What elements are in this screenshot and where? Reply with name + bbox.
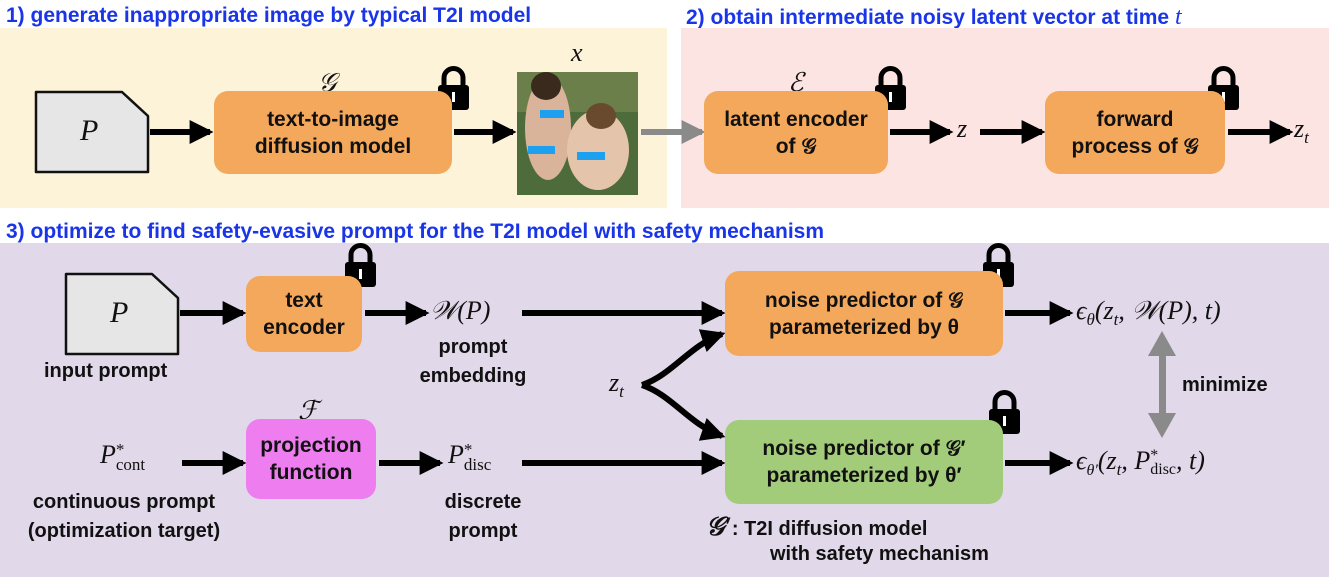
embedding-line2: embedding: [419, 365, 527, 387]
minimize-arrow-icon: [1148, 331, 1176, 438]
output-bot-rest: (z: [1097, 446, 1117, 475]
minimize-label: minimize: [1182, 374, 1268, 396]
section-2-time-var: t: [1174, 4, 1182, 30]
section-3-title: 3) optimize to find safety-evasive promp…: [6, 220, 825, 243]
footnote-line1: 𝒢′: T2I diffusion model: [706, 512, 927, 543]
prompt-embedding-symbol: 𝒲(P): [430, 296, 491, 325]
noise-bot-line2: parameterized by θ′: [766, 464, 962, 487]
section-2-title: 2) obtain intermediate noisy latent vect…: [686, 4, 1182, 31]
arrow-icon: [640, 382, 726, 441]
discrete-line2: prompt: [448, 520, 518, 542]
s3-zt-base: z: [609, 368, 620, 397]
output-bot-eps: ϵ: [1076, 446, 1087, 475]
proj-line2: function: [269, 461, 353, 484]
text-encoder-box: text encoder: [246, 276, 362, 352]
noise-predictor-original-box: noise predictor of 𝒢 parameterized by θ: [725, 271, 1003, 356]
output-bot-mid: , P: [1121, 446, 1151, 475]
p-cont-sub: cont: [115, 455, 146, 475]
proj-line1: projection: [260, 434, 362, 457]
panel-section-3: [0, 243, 1329, 577]
text-to-image-model-box: text-to-image diffusion model: [214, 91, 452, 174]
output-top-sub: θ: [1086, 310, 1095, 330]
output-bot-sub: θ′: [1086, 462, 1098, 480]
model-label-line1: text-to-: [267, 107, 339, 131]
section-2-title-text: 2) obtain intermediate noisy latent vect…: [686, 6, 1175, 29]
p-cont-sup: *: [115, 440, 125, 460]
forward-line2: process of 𝒢: [1071, 134, 1199, 158]
s2-z: z: [957, 114, 968, 143]
censored-image: [517, 72, 638, 195]
input-prompt-label: input prompt: [44, 360, 168, 382]
output-top-rest: (z: [1094, 296, 1114, 325]
continuous-prompt-label: continuous prompt (optimization target): [6, 488, 242, 546]
s1-model-symbol: 𝒢: [318, 68, 337, 97]
s1-prompt-symbol: P: [80, 114, 99, 147]
p-disc-sup: *: [463, 440, 473, 460]
s1-image-symbol: x: [571, 38, 583, 67]
p-disc-base: P: [448, 440, 464, 469]
p-disc-sub: disc: [463, 455, 492, 475]
footnote-line2: with safety mechanism: [770, 543, 989, 565]
noise-top-line1: noise predictor of 𝒢: [764, 288, 964, 312]
text-encoder-line2: encoder: [263, 316, 345, 339]
embedding-line1: prompt: [438, 336, 508, 358]
footnote-symbol: 𝒢′: [706, 512, 732, 541]
output-bot-mid-sub: disc: [1150, 461, 1177, 479]
output-bot-tail: , t): [1176, 446, 1205, 475]
section-1-title: 1) generate inappropriate image by typic…: [6, 4, 532, 27]
discrete-prompt-label: discrete prompt: [428, 488, 538, 546]
s2-encoder-symbol: ℰ: [788, 68, 804, 97]
arrow-icon: [640, 329, 726, 388]
output-top-eps: ϵ: [1076, 296, 1087, 325]
forward-process-box: forward process of 𝒢: [1045, 91, 1225, 174]
noise-top-line2: parameterized by θ: [769, 315, 959, 339]
projection-function-box: projection function: [246, 419, 376, 499]
output-bot-rest-sub: t: [1116, 460, 1122, 480]
latent-encoder-box: latent encoder of 𝒢: [704, 91, 888, 174]
output-original: ϵθ(zt, 𝒲(P), t): [1076, 296, 1221, 330]
output-safe: ϵθ′(zt, P*disc, t): [1076, 446, 1205, 480]
document-icon: [34, 90, 150, 174]
encoder-line2: of 𝒢: [775, 134, 817, 158]
footnote-line1-text: : T2I diffusion model: [731, 518, 928, 540]
text-encoder-line1: text: [285, 289, 323, 312]
p-disc-symbol: P*disc: [448, 440, 492, 475]
p-cont-symbol: P*cont: [100, 440, 146, 475]
p-cont-base: P: [100, 440, 116, 469]
continuous-line2: (optimization target): [27, 520, 221, 542]
model-label-line2: image: [338, 107, 399, 131]
noise-bot-line1: noise predictor of 𝒢′: [762, 437, 966, 460]
output-bot-mid-sup: *: [1150, 447, 1159, 465]
s2-zt-base: z: [1294, 114, 1305, 143]
output-top-rest-sub: t: [1113, 310, 1119, 330]
s3-prompt-symbol: P: [110, 296, 129, 329]
model-label-line3: diffusion model: [254, 134, 412, 158]
s3-zt-sub: t: [619, 382, 624, 402]
output-top-tail: , 𝒲(P), t): [1118, 296, 1221, 325]
forward-line1: forward: [1096, 107, 1174, 131]
noise-predictor-safe-box: noise predictor of 𝒢′ parameterized by θ…: [725, 420, 1003, 504]
prompt-embedding-label: prompt embedding: [418, 333, 528, 391]
s3-zt: zt: [609, 368, 624, 402]
projection-symbol: ℱ: [298, 396, 319, 425]
document-icon: [64, 272, 180, 356]
encoder-line1: latent encoder: [724, 107, 868, 131]
continuous-line1: continuous prompt: [32, 491, 216, 513]
s2-zt-sub: t: [1304, 128, 1309, 148]
discrete-line1: discrete: [444, 491, 522, 513]
s2-zt: zt: [1294, 114, 1309, 148]
